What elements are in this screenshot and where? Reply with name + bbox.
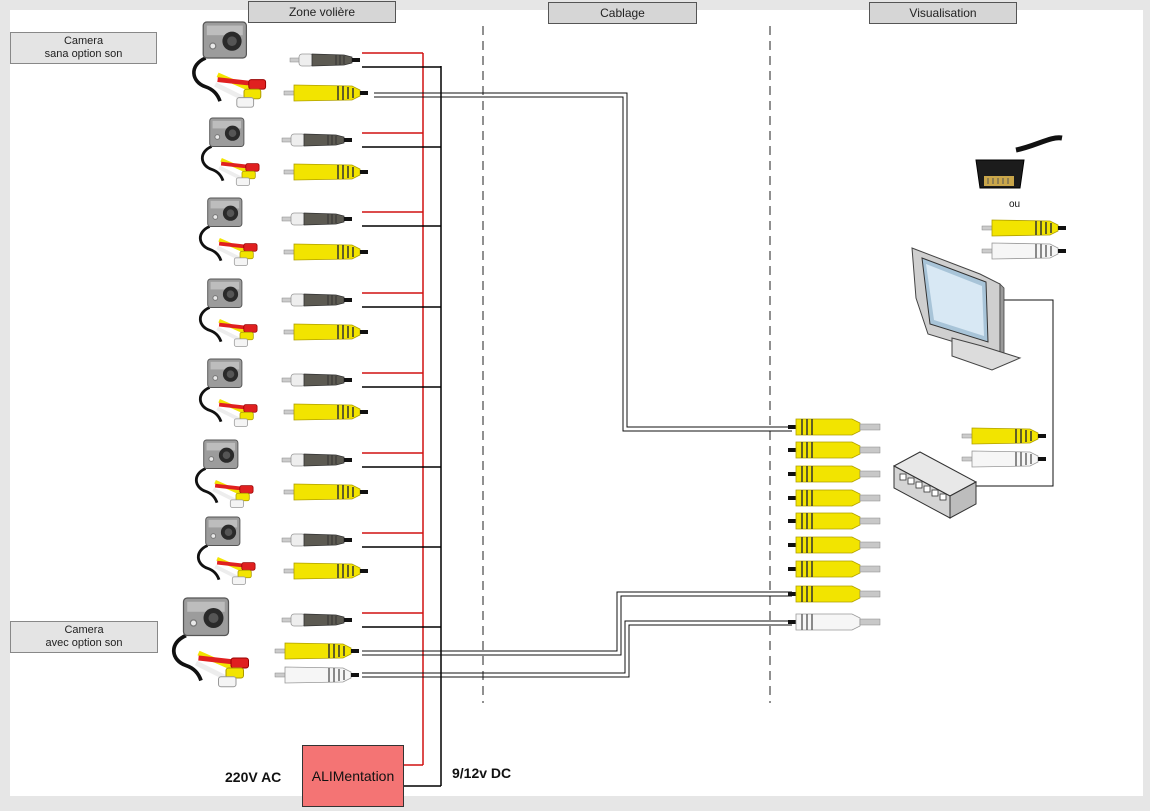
header-cablage: Cablage xyxy=(548,2,697,24)
receiver-video-plug-icon xyxy=(787,512,881,530)
dc-plug-icon xyxy=(281,373,353,387)
header-visualisation: Visualisation xyxy=(869,2,1017,24)
camera-sans-son-label: Camera sana option son xyxy=(10,32,157,64)
rca-video-plug-icon xyxy=(274,642,360,660)
camera-icon xyxy=(174,598,249,687)
receiver-video-plug-icon xyxy=(787,441,881,459)
rca-video-plug-icon xyxy=(283,163,369,181)
or-label: ou xyxy=(1009,199,1021,210)
camera-sans-son-line2: sana option son xyxy=(44,48,123,60)
rca-video-plug-icon xyxy=(283,403,369,421)
camera-icon xyxy=(194,438,256,510)
receiver-video-plug-icon xyxy=(787,418,881,436)
receiver-plugs xyxy=(787,418,881,631)
rca-video-plug-icon xyxy=(283,84,369,102)
camera-avec-son-line2: avec option son xyxy=(45,637,123,649)
dvr-box-icon xyxy=(892,451,978,519)
dc-plug-icon xyxy=(281,293,353,307)
receiver-video-plug-icon xyxy=(787,536,881,554)
camera-icon xyxy=(198,357,260,429)
camera-icon xyxy=(198,196,260,268)
camera-icon xyxy=(194,22,266,107)
rca-video-plug-icon xyxy=(283,243,369,261)
dc-plug-icon xyxy=(281,533,353,547)
monitor-icon xyxy=(911,247,1022,371)
dc-plug-icon xyxy=(281,613,353,627)
camera-icon xyxy=(196,515,258,587)
camera-avec-son-label: Camera avec option son xyxy=(10,621,158,653)
rca-audio-plug-icon xyxy=(274,666,360,684)
dc-voltage-label: 9/12v DC xyxy=(452,765,512,781)
power-bus xyxy=(403,53,442,787)
voliere-plugs xyxy=(274,53,369,684)
rca-video-plug-icon xyxy=(283,483,369,501)
dc-plug-icon xyxy=(281,133,353,147)
camera-icon xyxy=(200,116,262,188)
header-zone-voliere: Zone volière xyxy=(248,1,396,23)
camera-icon xyxy=(198,277,260,349)
ac-voltage-label: 220V AC xyxy=(225,769,282,785)
rca-video-plug-icon xyxy=(283,562,369,580)
receiver-video-plug-icon xyxy=(787,465,881,483)
camera-avec-son-line1: Camera xyxy=(64,624,104,636)
power-feeds xyxy=(362,52,441,628)
rca-video-plug-icon xyxy=(283,323,369,341)
receiver-audio-plug-icon xyxy=(787,613,881,631)
dc-plug-icon xyxy=(281,453,353,467)
camera-sans-son-line1: Camera xyxy=(63,35,104,47)
receiver-video-plug-icon xyxy=(787,585,881,603)
dc-plug-icon xyxy=(289,53,361,67)
scart-plug-icon xyxy=(975,135,1063,189)
power-supply-box: ALIMentation xyxy=(302,745,404,807)
long-cables xyxy=(362,92,1054,678)
cameras xyxy=(174,22,266,687)
receiver-video-plug-icon xyxy=(787,489,881,507)
receiver-video-plug-icon xyxy=(787,560,881,578)
dc-plug-icon xyxy=(281,212,353,226)
